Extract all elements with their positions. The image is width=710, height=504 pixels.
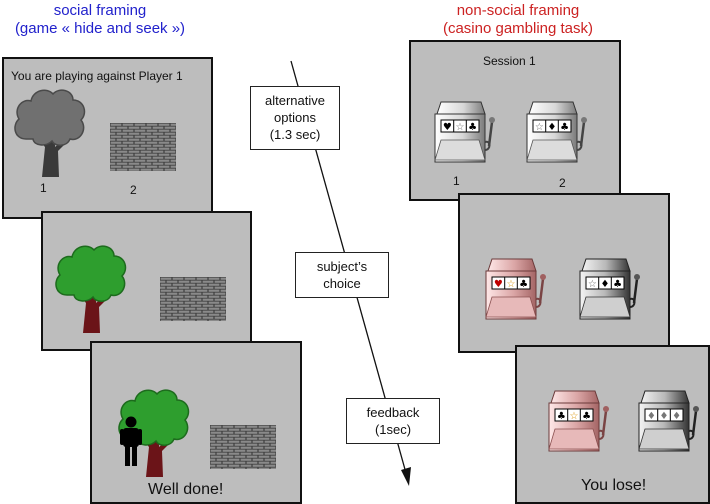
social-framing-heading: social framing (game « hide and seek ») — [0, 2, 200, 38]
casino-option-2-label: 2 — [559, 176, 566, 190]
social-prompt-text: You are playing against Player 1 — [11, 69, 183, 83]
svg-text:♣: ♣ — [557, 411, 566, 422]
social-heading-line1: social framing — [53, 2, 147, 19]
slot-machine-icon: ☆ ♦ ♣ — [579, 258, 640, 320]
casino-heading-line2: (casino gambling task) — [442, 20, 594, 37]
svg-text:☆: ☆ — [535, 122, 544, 133]
svg-text:♦: ♦ — [672, 411, 681, 422]
chosen-slot-machine-icon: ♣ ☆ ♣ — [548, 390, 609, 452]
svg-text:♣: ♣ — [519, 279, 528, 290]
step3-line2: (1sec) — [374, 422, 412, 437]
step3-line1: feedback — [366, 405, 420, 420]
social-option-1-label: 1 — [40, 181, 47, 195]
svg-text:♣: ♣ — [560, 122, 569, 133]
person-icon — [120, 416, 142, 466]
social-feedback-text: Well done! — [148, 481, 224, 498]
slot-machine-icon: ♦ ♦ ♦ — [638, 390, 699, 452]
casino-feedback-panel: ♣ ☆ ♣ ♦ ♦ ♦ You lose! — [515, 345, 710, 504]
social-options-panel: You are playing against Player 1 1 2 — [2, 57, 213, 219]
social-option-2-label: 2 — [130, 183, 137, 197]
svg-text:☆: ☆ — [507, 279, 516, 290]
slot-machine-icon: ♥ ☆ ♣ — [434, 101, 495, 163]
timeline-step-alternative-options: alternative options (1.3 sec) — [250, 86, 340, 150]
slot-machine-icon: ☆ ♦ ♣ — [526, 101, 587, 163]
svg-text:☆: ☆ — [456, 122, 465, 133]
step2-line1: subject’s — [316, 259, 368, 274]
step1-line3: (1.3 sec) — [269, 127, 321, 142]
casino-feedback-text: You lose! — [581, 477, 647, 494]
casino-options-panel: Session 1 ♥ ☆ ♣ ☆ ♦ ♣ 1 2 — [409, 40, 621, 201]
svg-text:♥: ♥ — [494, 279, 503, 290]
svg-text:♣: ♣ — [613, 279, 622, 290]
grey-wall-icon — [110, 123, 176, 171]
grey-wall-icon — [210, 425, 276, 469]
casino-session-text: Session 1 — [483, 54, 536, 68]
svg-text:☆: ☆ — [588, 279, 597, 290]
social-heading-line2: (game « hide and seek ») — [14, 20, 186, 37]
svg-text:☆: ☆ — [570, 411, 579, 422]
step2-line2: choice — [323, 276, 361, 291]
svg-text:♣: ♣ — [582, 411, 591, 422]
step1-line1: alternative — [265, 93, 325, 108]
casino-option-1-label: 1 — [453, 174, 460, 188]
casino-framing-heading: non-social framing (casino gambling task… — [398, 2, 638, 38]
casino-heading-line1: non-social framing — [456, 2, 580, 19]
grey-wall-icon — [160, 277, 226, 321]
green-tree-icon — [55, 245, 127, 333]
grey-tree-icon — [14, 89, 86, 177]
svg-text:♥: ♥ — [443, 122, 452, 133]
svg-text:♦: ♦ — [660, 411, 669, 422]
svg-text:♣: ♣ — [468, 122, 477, 133]
svg-text:♦: ♦ — [601, 279, 610, 290]
step1-line2: options — [274, 110, 316, 125]
svg-text:♦: ♦ — [548, 122, 557, 133]
timeline-step-subjects-choice: subject’s choice — [295, 252, 389, 298]
svg-text:♦: ♦ — [647, 411, 656, 422]
chosen-slot-machine-icon: ♥ ☆ ♣ — [485, 258, 546, 320]
social-choice-panel — [41, 211, 252, 351]
timeline-step-feedback: feedback (1sec) — [346, 398, 440, 444]
casino-choice-panel: ♥ ☆ ♣ ☆ ♦ ♣ — [458, 193, 670, 353]
social-feedback-panel: Well done! — [90, 341, 302, 504]
